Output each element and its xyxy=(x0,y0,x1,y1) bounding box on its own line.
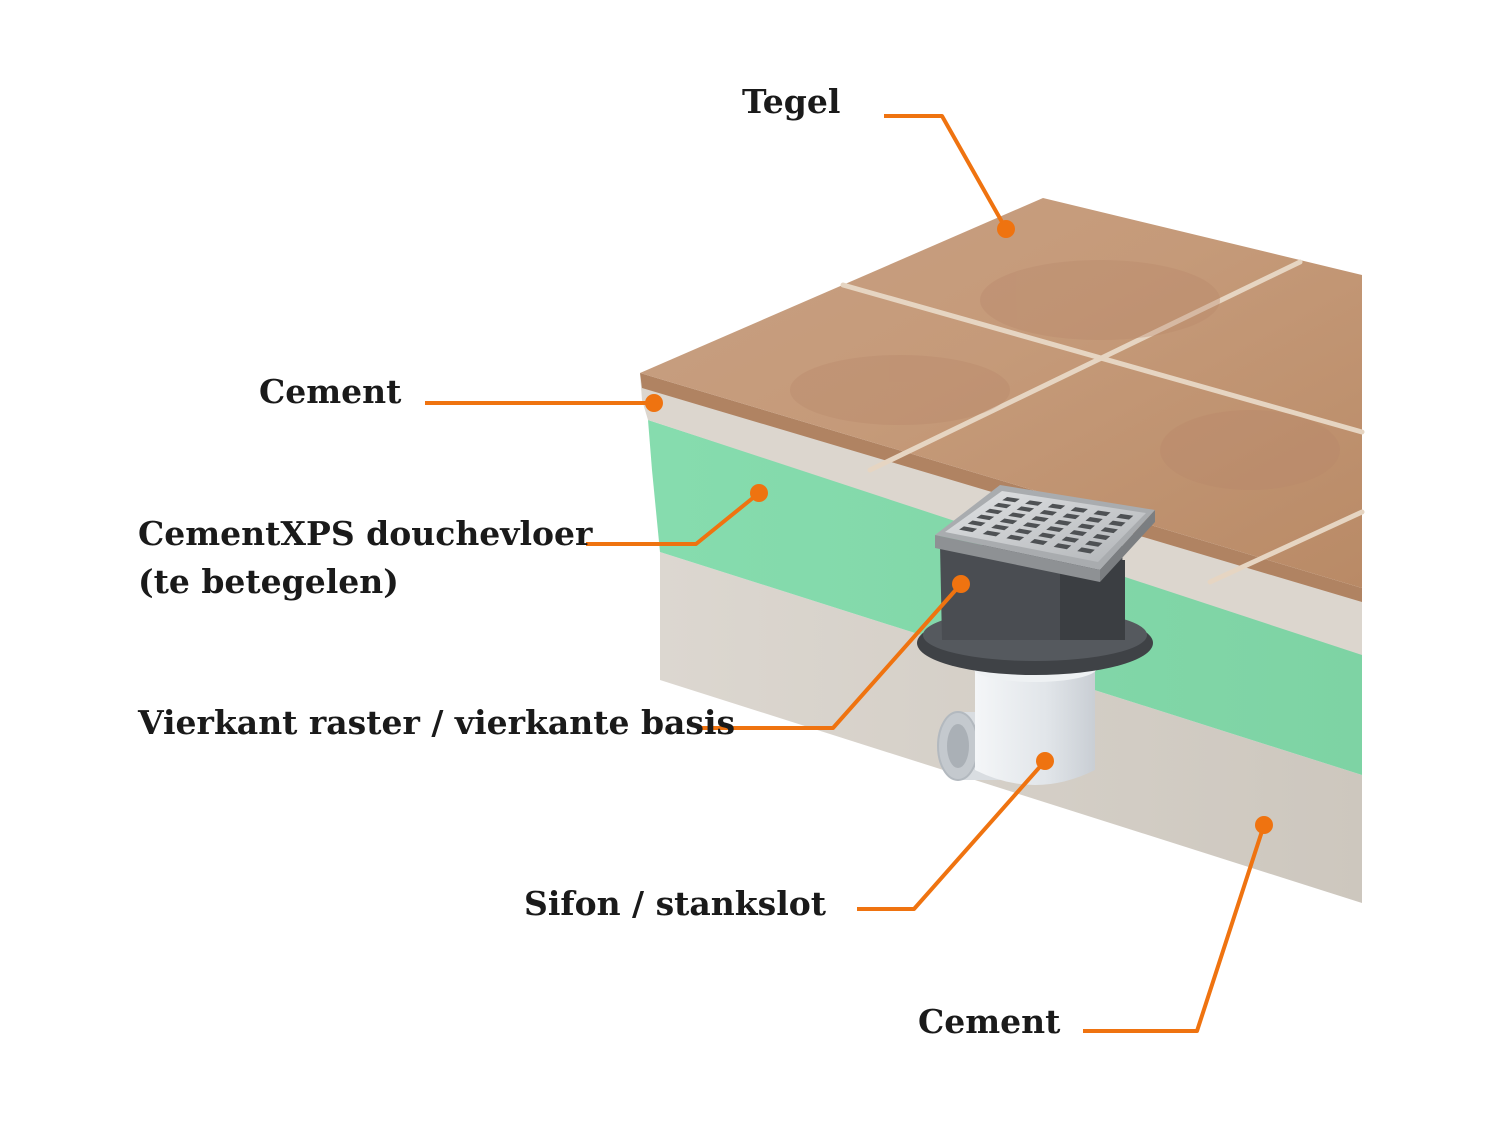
tile-surface xyxy=(640,198,1362,588)
grate-hole xyxy=(1054,519,1072,526)
grate-hole xyxy=(1100,527,1118,534)
grate-hole xyxy=(1077,547,1095,554)
grate-hole xyxy=(1077,523,1095,530)
drain-assembly xyxy=(917,485,1155,785)
grate-hole xyxy=(1092,533,1111,540)
grate-hole xyxy=(1046,526,1064,533)
grate-hole xyxy=(1039,509,1058,516)
grate-hole xyxy=(999,518,1018,525)
grate-hole xyxy=(1006,534,1025,541)
grate-hole xyxy=(967,520,986,527)
grate-hole xyxy=(982,530,1001,537)
dot-cement-bottom xyxy=(1255,816,1273,834)
leader-dots xyxy=(645,220,1273,834)
grate-hole xyxy=(1025,500,1043,506)
grate-hole xyxy=(1093,510,1111,517)
label-xps-line1: CementXPS douchevloer xyxy=(138,514,593,553)
grate-hole xyxy=(1070,507,1088,513)
grate-hole xyxy=(993,502,1012,509)
grate-hole xyxy=(1047,503,1066,510)
dot-xps xyxy=(750,484,768,502)
grate-hole xyxy=(1014,528,1033,535)
grate-hole xyxy=(1029,538,1048,545)
leader-cement-bottom xyxy=(1083,824,1266,1033)
tile-grout-lines xyxy=(840,259,1365,585)
grate-hole xyxy=(976,514,995,521)
grate-hole xyxy=(1069,530,1088,536)
dot-sifon xyxy=(1036,752,1054,770)
label-sifon: Sifon / stankslot xyxy=(524,884,827,923)
leader-sifon xyxy=(857,759,1047,911)
grate-hole xyxy=(1031,516,1049,522)
grate-hole xyxy=(1038,532,1056,539)
label-cement-bottom: Cement xyxy=(918,1002,1061,1041)
grate-hole xyxy=(1062,513,1080,520)
grate-hole xyxy=(991,524,1010,531)
dot-cement-top xyxy=(645,394,663,412)
sifon-body xyxy=(975,668,1095,785)
leader-tegel xyxy=(884,114,1008,230)
leader-xps xyxy=(586,491,761,546)
grate-hole xyxy=(1085,517,1103,523)
dot-tegel xyxy=(997,220,1015,238)
grate-hole xyxy=(984,508,1003,515)
label-cement-top: Cement xyxy=(259,372,402,411)
grate-hole xyxy=(1116,513,1134,520)
leader-raster xyxy=(700,582,963,730)
grate-hole xyxy=(1061,536,1080,543)
dot-raster xyxy=(952,575,970,593)
grate-hole xyxy=(959,526,978,533)
grate-hole xyxy=(1053,543,1072,550)
label-xps-line2: (te betegelen) xyxy=(138,562,399,601)
grate-hole xyxy=(1085,540,1103,547)
drain-grate-holes xyxy=(959,497,1134,554)
tile-texture xyxy=(790,260,1340,490)
label-raster: Vierkant raster / vierkante basis xyxy=(138,703,736,742)
leader-lines xyxy=(425,114,1266,1033)
label-tegel: Tegel xyxy=(742,82,841,121)
grate-hole xyxy=(1002,497,1020,503)
grate-hole xyxy=(1108,520,1126,527)
grate-hole xyxy=(1022,522,1041,529)
grate-hole xyxy=(1016,506,1035,512)
grate-hole xyxy=(1008,512,1026,518)
